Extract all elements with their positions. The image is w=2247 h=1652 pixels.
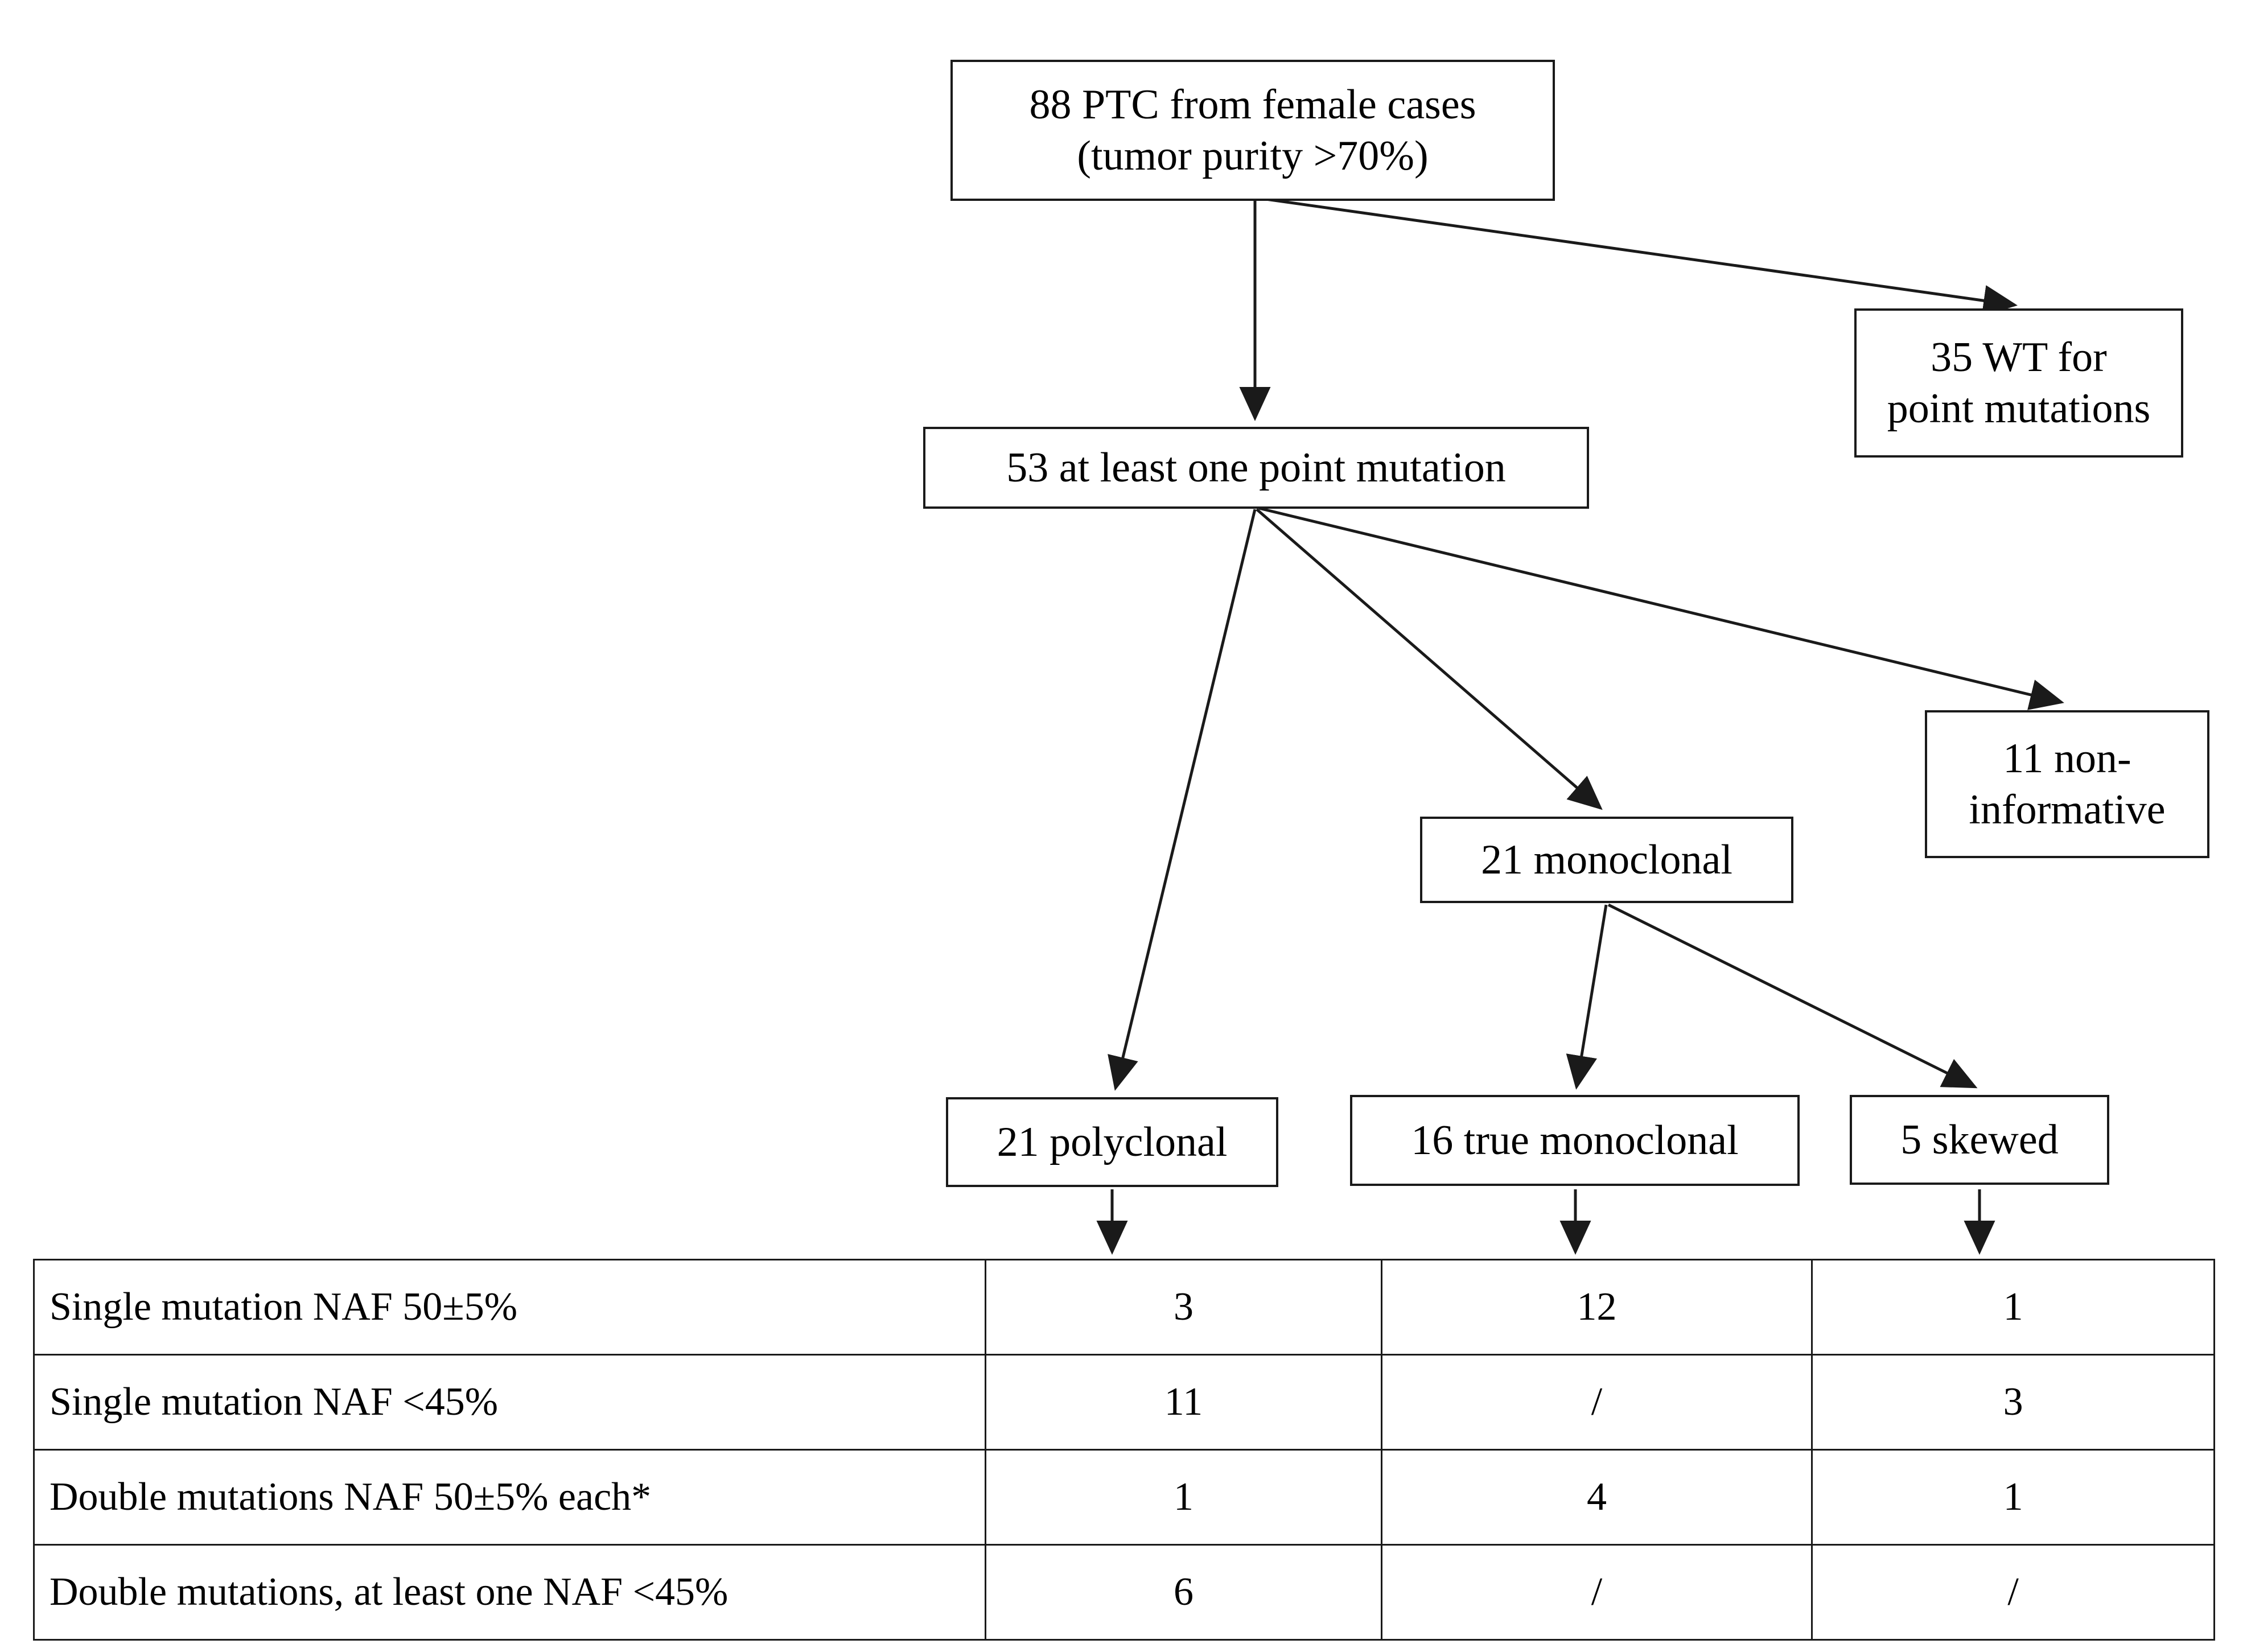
node-wild-type[interactable]: 35 WT for point mutations	[1854, 308, 2183, 458]
row-label: Single mutation NAF <45%	[32, 1354, 987, 1451]
results-table: Single mutation NAF 50±5% 3 12 1 Single …	[32, 1259, 2215, 1641]
row-label: Single mutation NAF 50±5%	[32, 1259, 987, 1356]
row-label: Double mutations, at least one NAF <45%	[32, 1544, 987, 1641]
node-at-least-one-point-mutation[interactable]: 53 at least one point mutation	[923, 427, 1589, 509]
cell-polyclonal: 1	[985, 1449, 1382, 1546]
node-monoclonal-label: 21 monoclonal	[1481, 836, 1732, 883]
node-wild-type-label: 35 WT for point mutations	[1887, 333, 2151, 432]
cell-true-monoclonal: 4	[1380, 1449, 1813, 1546]
cell-true-monoclonal: /	[1380, 1354, 1813, 1451]
node-skewed-label: 5 skewed	[1900, 1116, 2059, 1163]
node-root-cohort[interactable]: 88 PTC from female cases (tumor purity >…	[950, 60, 1555, 201]
cell-polyclonal: 11	[985, 1354, 1382, 1451]
node-non-informative[interactable]: 11 non- informative	[1925, 710, 2209, 858]
node-skewed[interactable]: 5 skewed	[1850, 1095, 2109, 1185]
edge-atleast-to-polyclonal	[1108, 509, 1257, 1091]
cell-polyclonal: 6	[985, 1544, 1382, 1641]
edge-atleast-to-monoclonal	[1256, 508, 1603, 810]
table-row: Single mutation NAF <45% 11 / 3	[32, 1354, 2215, 1451]
node-true-monoclonal-label: 16 true monoclonal	[1411, 1117, 1739, 1164]
node-polyclonal-label: 21 polyclonal	[997, 1118, 1228, 1165]
edge-monoclonal-to-truemono	[1566, 904, 1608, 1090]
node-monoclonal[interactable]: 21 monoclonal	[1420, 817, 1793, 903]
cell-skewed: 1	[1811, 1449, 2215, 1546]
node-non-informative-label: 11 non- informative	[1969, 735, 2166, 833]
edge-root-to-wt	[1257, 196, 2018, 316]
cell-true-monoclonal: 12	[1380, 1259, 1813, 1356]
cell-true-monoclonal: /	[1380, 1544, 1813, 1641]
table-row: Single mutation NAF 50±5% 3 12 1	[32, 1259, 2215, 1356]
table-row: Double mutations, at least one NAF <45% …	[32, 1544, 2215, 1641]
cell-skewed: 3	[1811, 1354, 2215, 1451]
row-label: Double mutations NAF 50±5% each*	[32, 1449, 987, 1546]
edge-monoclonal-to-skewed	[1607, 903, 1978, 1089]
cell-skewed: /	[1811, 1544, 2215, 1641]
node-polyclonal[interactable]: 21 polyclonal	[946, 1097, 1278, 1187]
cell-skewed: 1	[1811, 1259, 2215, 1356]
node-root-label: 88 PTC from female cases (tumor purity >…	[1029, 81, 1476, 179]
edge-atleast-to-noninformative	[1258, 506, 2064, 710]
cell-polyclonal: 3	[985, 1259, 1382, 1356]
node-true-monoclonal[interactable]: 16 true monoclonal	[1350, 1095, 1800, 1186]
table-row: Double mutations NAF 50±5% each* 1 4 1	[32, 1449, 2215, 1546]
node-at-least-one-label: 53 at least one point mutation	[1006, 444, 1506, 491]
